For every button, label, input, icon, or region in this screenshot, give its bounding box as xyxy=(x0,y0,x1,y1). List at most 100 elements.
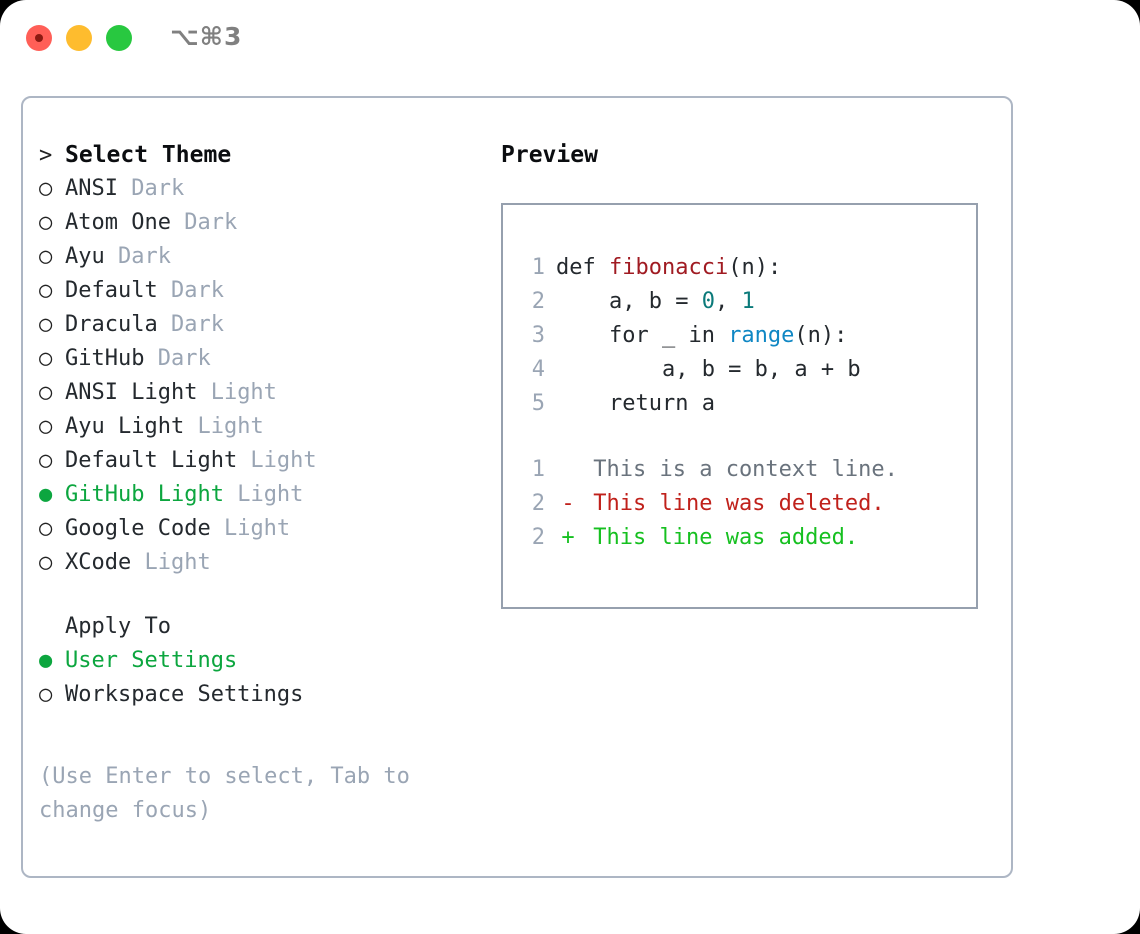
theme-list-item[interactable]: ○ Ayu Light Light xyxy=(39,414,499,448)
code-token: return a xyxy=(556,391,715,416)
apply-to-item[interactable]: ● User Settings xyxy=(39,648,499,682)
apply-to-label: Apply To xyxy=(65,614,171,639)
theme-list-item[interactable]: ○ Ayu Dark xyxy=(39,244,499,278)
code-token: fibonacci xyxy=(608,255,729,280)
line-number: 4 xyxy=(531,357,545,382)
code-line: 5 return a xyxy=(515,387,861,421)
radio-selected-icon[interactable]: ● xyxy=(39,648,53,673)
radio-unselected-icon[interactable]: ○ xyxy=(39,278,53,303)
theme-variant-badge: Light xyxy=(131,550,211,575)
apply-to-list: ● User Settings ○Workspace Settings xyxy=(39,648,499,716)
theme-name: Dracula xyxy=(65,312,158,337)
code-token: (n): xyxy=(794,323,848,348)
theme-variant-badge: Dark xyxy=(157,312,224,337)
theme-name: GitHub Light xyxy=(65,482,224,507)
radio-unselected-icon[interactable]: ○ xyxy=(39,516,53,541)
maximize-button[interactable] xyxy=(106,25,132,51)
theme-variant-badge: Light xyxy=(237,448,317,473)
radio-unselected-icon[interactable]: ○ xyxy=(39,682,53,707)
title-bar: ⌥⌘3 xyxy=(0,0,1140,78)
keyboard-hint: (Use Enter to select, Tab to change focu… xyxy=(39,764,424,823)
code-token: , xyxy=(714,289,742,314)
code-line-text: a, b = 0, 1 xyxy=(556,285,755,319)
theme-picker-column: > Select Theme ○ANSI Dark○Atom One Dark○… xyxy=(39,142,499,716)
select-theme-heading: > Select Theme xyxy=(39,142,499,176)
line-number: 2 xyxy=(531,289,545,314)
radio-unselected-icon[interactable]: ○ xyxy=(39,176,53,201)
theme-list-item[interactable]: ○ Default Light Light xyxy=(39,448,499,482)
theme-name: Ayu Light xyxy=(65,414,185,439)
diff-line-text: This is a context line. xyxy=(580,457,898,482)
theme-list: ○ ANSI Dark ○ Atom One Dark ○ Ayu Dark ○ Defaul… xyxy=(39,176,499,584)
close-button[interactable] xyxy=(26,25,52,51)
theme-list-item[interactable]: ○ ANSI Dark xyxy=(39,176,499,210)
radio-selected-icon[interactable]: ● xyxy=(39,482,53,507)
code-token: def xyxy=(556,255,609,280)
theme-name: Default Light xyxy=(65,448,238,473)
theme-list-item[interactable]: ○Atom One Dark xyxy=(39,210,499,244)
code-line-text: a, b = b, a + b xyxy=(556,353,861,387)
theme-name: Ayu xyxy=(65,244,105,269)
radio-unselected-icon[interactable]: ○ xyxy=(39,380,53,405)
theme-variant-badge: Dark xyxy=(157,278,224,303)
theme-variant-badge: Light xyxy=(197,380,277,405)
diff-line: 2+ This line was added. xyxy=(515,521,898,555)
theme-list-item[interactable]: ○ Default Dark xyxy=(39,278,499,312)
diff-sign: + xyxy=(561,525,575,550)
code-line: 1 def fibonacci(n): xyxy=(515,251,861,285)
spacer xyxy=(39,584,499,614)
code-token: range xyxy=(728,323,795,348)
theme-name: ANSI Light xyxy=(65,380,198,405)
page-title: Select Theme xyxy=(65,142,232,168)
radio-unselected-icon[interactable]: ○ xyxy=(39,244,53,269)
line-number: 1 xyxy=(531,255,545,280)
diff-sign xyxy=(556,453,580,487)
theme-list-item[interactable]: ○ ANSI Light Light xyxy=(39,380,499,414)
code-line-text: for _ in range(n): xyxy=(556,319,847,353)
theme-variant-badge: Dark xyxy=(117,176,185,201)
panel-columns: > Select Theme ○ANSI Dark○Atom One Dark○… xyxy=(23,98,1011,876)
code-line-text: return a xyxy=(556,387,715,421)
theme-name: Atom One xyxy=(65,210,171,235)
diff-line: 2- This line was deleted. xyxy=(515,487,898,521)
radio-unselected-icon[interactable]: ○ xyxy=(39,210,53,235)
radio-unselected-icon[interactable]: ○ xyxy=(39,346,53,371)
line-number: 3 xyxy=(531,323,545,348)
preview-title: Preview xyxy=(501,142,598,168)
diff-sample: 1 This is a context line. 2- This line wa… xyxy=(515,453,898,555)
theme-variant-badge: Dark xyxy=(104,244,171,269)
radio-unselected-icon[interactable]: ○ xyxy=(39,448,53,473)
radio-unselected-icon[interactable]: ○ xyxy=(39,414,53,439)
theme-name: Default xyxy=(65,278,158,303)
line-number: 2 xyxy=(531,491,545,516)
radio-unselected-icon[interactable]: ○ xyxy=(39,312,53,337)
theme-list-item[interactable]: ○Google Code Light xyxy=(39,516,499,550)
code-line: 4 a, b = b, a + b xyxy=(515,353,861,387)
apply-to-item[interactable]: ○Workspace Settings xyxy=(39,682,499,716)
radio-unselected-icon[interactable]: ○ xyxy=(39,550,53,575)
apply-to-item-label: User Settings xyxy=(65,648,238,673)
code-token: a, b = b, a + b xyxy=(556,357,861,382)
code-token: 0 xyxy=(701,289,715,314)
theme-name: ANSI xyxy=(65,176,118,201)
code-token: (n): xyxy=(728,255,782,280)
diff-line-text: This line was deleted. xyxy=(580,491,885,516)
theme-variant-badge: Light xyxy=(184,414,264,439)
code-line: 2 a, b = 0, 1 xyxy=(515,285,861,319)
apply-to-heading: ○ Apply To xyxy=(39,614,499,648)
theme-list-item[interactable]: ○XCode Light xyxy=(39,550,499,584)
theme-list-item[interactable]: ○GitHub Dark xyxy=(39,346,499,380)
theme-name: GitHub xyxy=(65,346,145,371)
diff-line-text: This line was added. xyxy=(580,525,859,550)
blank-marker: ○ xyxy=(39,614,65,639)
theme-name: Google Code xyxy=(65,516,211,541)
main-panel: > Select Theme ○ANSI Dark○Atom One Dark○… xyxy=(21,96,1013,878)
window-controls xyxy=(26,25,132,51)
theme-list-item[interactable]: ●GitHub Light Light xyxy=(39,482,499,516)
line-number: 1 xyxy=(531,457,545,482)
minimize-button[interactable] xyxy=(66,25,92,51)
theme-list-item[interactable]: ○ Dracula Dark xyxy=(39,312,499,346)
